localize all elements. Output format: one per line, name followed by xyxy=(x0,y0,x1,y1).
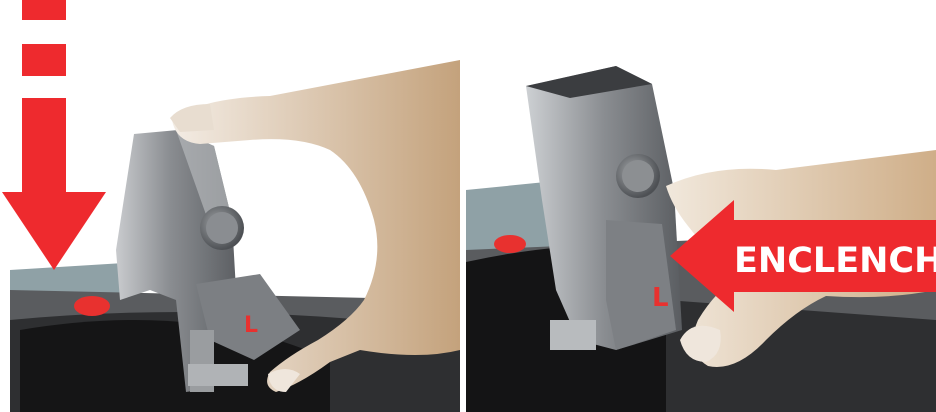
latch-letter: L xyxy=(652,283,669,313)
right-panel-click-in: L ENCLENCHER xyxy=(466,0,936,412)
button-icon xyxy=(200,206,244,250)
left-illustration: L xyxy=(0,0,460,412)
down-arrow-icon xyxy=(2,0,106,270)
enclencher-label: ENCLENCHER xyxy=(734,241,936,281)
seat-accent xyxy=(74,296,110,316)
latch-letter: L xyxy=(244,313,258,338)
left-panel-push-down: L xyxy=(0,0,460,412)
right-illustration: L ENCLENCHER xyxy=(466,0,936,412)
button-icon xyxy=(616,154,660,198)
